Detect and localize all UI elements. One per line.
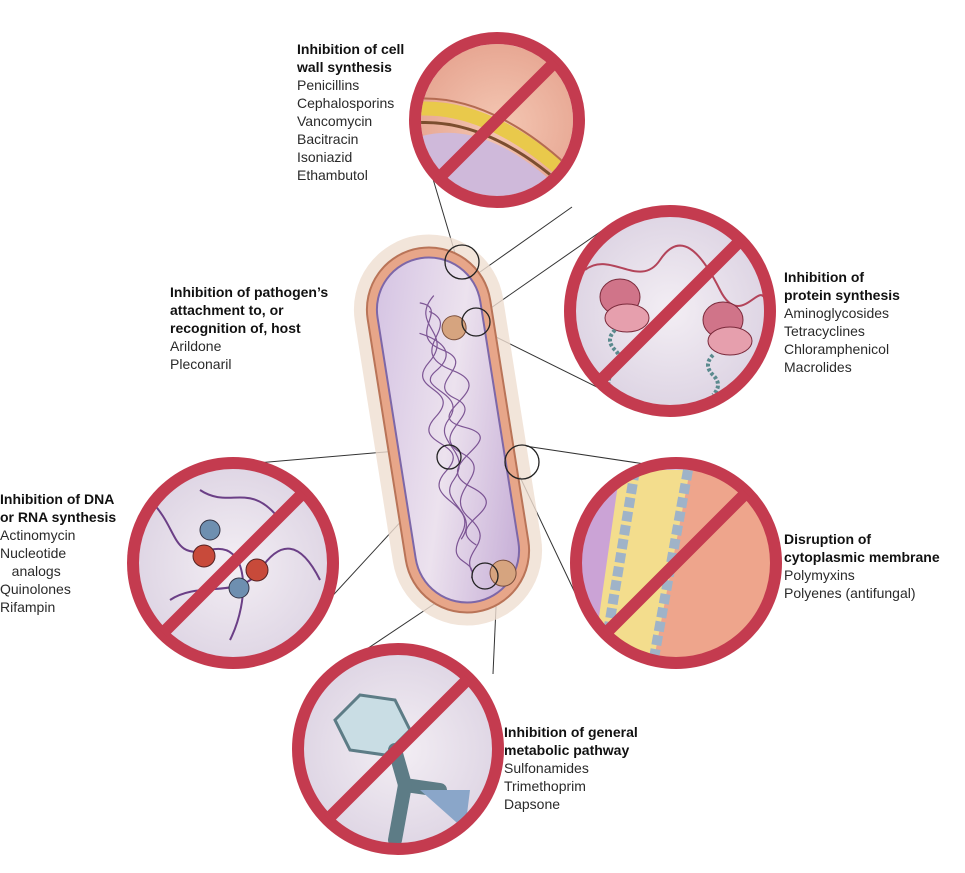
heading-dna-rna: Inhibition of DNA or RNA synthesis [0,491,117,525]
drug-item: Penicillins [297,77,360,93]
drug-item: Quinolones [0,581,71,597]
label-membrane: Disruption of cytoplasmic membrane Polym… [784,530,940,602]
drug-item: Macrolides [784,359,852,375]
membrane-inset [570,457,782,669]
drug-item: Dapsone [504,796,561,812]
drug-item: Aminoglycosides [784,305,890,321]
dna-tangle [419,295,487,579]
label-metabolic: Inhibition of general metabolic pathway … [504,723,638,813]
label-attachment: Inhibition of pathogen’s attachment to, … [170,283,328,373]
label-dna-rna: Inhibition of DNA or RNA synthesis Actin… [0,490,116,616]
cell-wall-inset [409,32,585,208]
drug-item: Polymyxins [784,567,855,583]
drug-item: Trimethoprim [504,778,586,794]
drug-item: Vancomycin [297,113,373,129]
drug-item: Actinomycin [0,527,76,543]
label-protein: Inhibition of protein synthesis Aminogly… [784,268,900,376]
drug-item: Rifampin [0,599,56,615]
bacterial-cell [353,234,543,626]
drug-item: Cephalosporins [297,95,395,111]
drug-item: Chloramphenicol [784,341,890,357]
drug-item: Arildone [170,338,222,354]
heading-cell-wall: Inhibition of cell wall synthesis [297,41,405,75]
drug-item: Pleconaril [170,356,232,372]
drug-item: analogs [0,563,61,579]
dna-rna-inset [127,457,339,669]
label-cell-wall: Inhibition of cell wall synthesis Penici… [297,40,404,184]
drug-item: Sulfonamides [504,760,589,776]
heading-metabolic: Inhibition of general metabolic pathway [504,724,638,758]
heading-attachment: Inhibition of pathogen’s attachment to, … [170,284,329,336]
drug-item: Ethambutol [297,167,368,183]
protein-synthesis-inset [564,205,776,417]
heading-membrane: Disruption of cytoplasmic membrane [784,531,940,565]
drug-item: Nucleotide [0,545,67,561]
drug-item: Tetracyclines [784,323,865,339]
heading-protein: Inhibition of protein synthesis [784,269,900,303]
drug-item: Polyenes (antifungal) [784,585,916,601]
metabolic-inset [292,643,504,855]
callout-markers [436,244,540,590]
drug-item: Isoniazid [297,149,353,165]
drug-item: Bacitracin [297,131,359,147]
